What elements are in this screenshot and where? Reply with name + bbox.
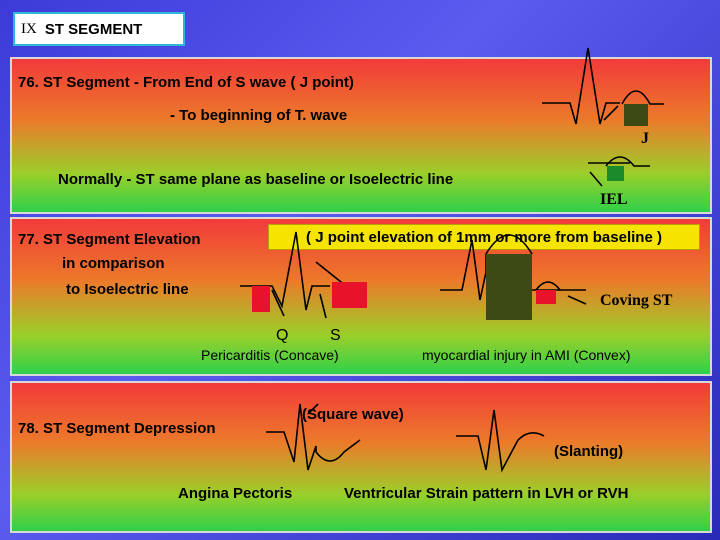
s76-line2: - To beginning of T. wave: [170, 107, 348, 124]
label-coving: Coving ST: [600, 292, 673, 309]
label-square: (Square wave): [302, 406, 404, 423]
label-angina: Angina Pectoris: [178, 485, 293, 502]
s77-line3: to Isoelectric line: [66, 281, 189, 298]
label-strain: Ventricular Strain pattern in LVH or RVH: [344, 485, 629, 502]
panel-78: [10, 381, 712, 533]
s76-normally: Normally - ST same plane as baseline or …: [58, 171, 454, 188]
label-q: Q: [276, 327, 289, 344]
label-slanting: (Slanting): [554, 443, 624, 460]
s77-line2: in comparison: [62, 255, 165, 272]
s77-banner: ( J point elevation of 1mm or more from …: [268, 224, 700, 250]
slide-title: IX ST SEGMENT: [13, 12, 185, 46]
s78-line1: 78. ST Segment Depression: [18, 420, 216, 437]
s76-label-iel: IEL: [600, 191, 628, 208]
label-myocardial: myocardial injury in AMI (Convex): [422, 347, 631, 363]
title-text: ST SEGMENT: [44, 20, 143, 38]
label-s: S: [330, 327, 341, 344]
label-pericarditis: Pericarditis (Concave): [201, 347, 339, 363]
s77-line1: 77. ST Segment Elevation: [18, 231, 201, 248]
s76-label-j: J: [641, 130, 649, 147]
s76-line1: 76. ST Segment - From End of S wave ( J …: [18, 74, 354, 91]
title-roman: IX: [21, 20, 37, 37]
